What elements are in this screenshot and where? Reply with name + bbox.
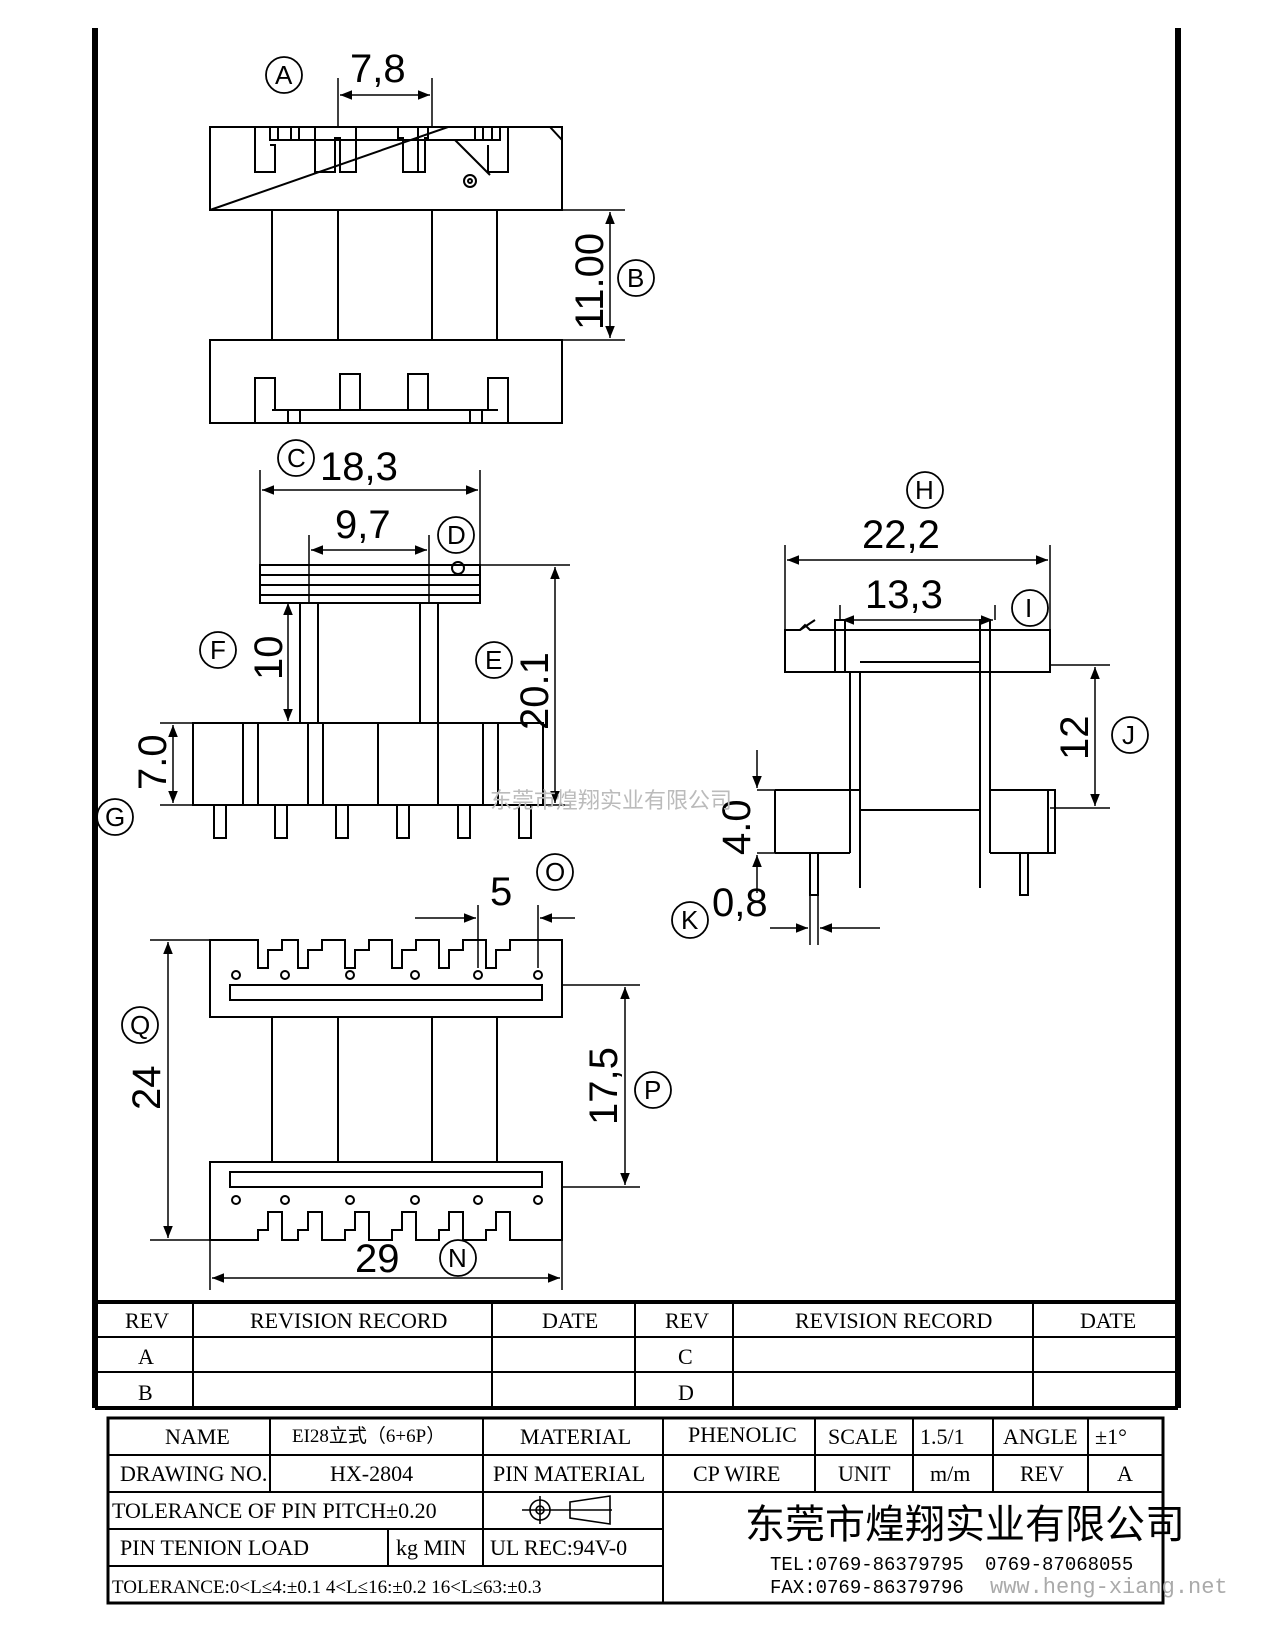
- company-name: 东莞市煌翔实业有限公司: [745, 1502, 1185, 1548]
- letter-a: A: [275, 60, 293, 90]
- letter-e: E: [485, 645, 502, 675]
- company-tel2: 0769-87068055: [985, 1554, 1133, 1576]
- name-value: EI28立式（6+6P）: [292, 1425, 445, 1447]
- letter-n: N: [448, 1243, 467, 1273]
- dim-k-height-text: 4.0: [715, 799, 759, 855]
- dim-n-text: 29: [355, 1237, 400, 1281]
- dim-e-text: 20.1: [513, 652, 557, 730]
- rev-row-a: A: [138, 1344, 154, 1369]
- projection-symbol-icon: [522, 1495, 612, 1525]
- letter-i: I: [1025, 593, 1032, 623]
- dim-h-text: 22,2: [862, 513, 940, 557]
- front-view: [160, 470, 570, 839]
- company-fax: FAX:0769-86379796: [770, 1577, 964, 1599]
- side-view: [752, 545, 1110, 945]
- dim-a-text: 7,8: [350, 47, 406, 91]
- dim-k-text: 0,8: [712, 881, 768, 925]
- angle-label: ANGLE: [1003, 1424, 1078, 1449]
- dimension-letter-circles: [96, 56, 1149, 1277]
- angle-value: ±1°: [1095, 1424, 1127, 1449]
- dim-b-text: 11.00: [568, 233, 612, 330]
- letter-c: C: [287, 443, 306, 473]
- dim-q-text: 24: [125, 1066, 169, 1111]
- rev-row-b: B: [138, 1380, 153, 1405]
- letter-g: G: [105, 802, 125, 832]
- pin-tension-unit: kg MIN: [396, 1535, 466, 1560]
- letter-p: P: [644, 1075, 661, 1105]
- top-view: [209, 78, 625, 424]
- dim-d-text: 9,7: [335, 503, 391, 547]
- drawing-no-value: HX-2804: [330, 1461, 413, 1486]
- letter-j: J: [1122, 720, 1135, 750]
- tolerance-line: TOLERANCE:0<L≤4:±0.1 4<L≤16:±0.2 16<L≤63…: [112, 1577, 542, 1598]
- unit-value: m/m: [930, 1461, 970, 1486]
- unit-label: UNIT: [838, 1461, 891, 1486]
- company-tel: TEL:0769-86379795: [770, 1554, 964, 1576]
- rev-header-right: REV: [665, 1308, 709, 1333]
- pin-material-label: PIN MATERIAL: [493, 1461, 645, 1486]
- dim-g-text: 7.0: [131, 734, 175, 790]
- date-header-left: DATE: [542, 1308, 598, 1333]
- tolerance-pitch: TOLERANCE OF PIN PITCH±0.20: [112, 1498, 437, 1523]
- letter-h: H: [915, 475, 934, 505]
- letter-o: O: [545, 857, 565, 887]
- revision-record-header-left: REVISION RECORD: [250, 1308, 447, 1333]
- pin-material-value: CP WIRE: [693, 1461, 780, 1486]
- letter-d: D: [447, 520, 466, 550]
- scale-value: 1.5/1: [920, 1424, 965, 1449]
- bottom-view: [150, 905, 640, 1290]
- rev-header-left: REV: [125, 1308, 169, 1333]
- dim-o-text: 5: [490, 870, 512, 914]
- name-label: NAME: [165, 1424, 230, 1449]
- material-value: PHENOLIC: [688, 1422, 797, 1447]
- dim-j-text: 12: [1053, 716, 1097, 761]
- letter-k: K: [681, 905, 699, 935]
- rev-label: REV: [1020, 1461, 1064, 1486]
- ul-rec: UL REC:94V-0: [490, 1535, 627, 1560]
- company-website: www.heng-xiang.net: [990, 1575, 1228, 1600]
- revision-table: [92, 1300, 1181, 1410]
- material-label: MATERIAL: [520, 1424, 631, 1449]
- date-header-right: DATE: [1080, 1308, 1136, 1333]
- pin-tension-label: PIN TENION LOAD: [120, 1535, 309, 1560]
- rev-row-c: C: [678, 1344, 693, 1369]
- letter-b: B: [627, 263, 644, 293]
- rev-row-d: D: [678, 1380, 694, 1405]
- rev-value: A: [1117, 1461, 1133, 1486]
- scale-label: SCALE: [828, 1424, 898, 1449]
- drawing-no-label: DRAWING NO.: [120, 1461, 267, 1486]
- letter-q: Q: [130, 1010, 150, 1040]
- title-block: [106, 1416, 1165, 1605]
- dim-f-text: 10: [247, 636, 291, 681]
- dim-c-text: 18,3: [320, 445, 398, 489]
- dim-p-text: 17,5: [582, 1047, 626, 1125]
- dim-i-text: 13,3: [865, 573, 943, 617]
- watermark-center: 东莞市煌翔实业有限公司: [490, 789, 732, 814]
- revision-record-header-right: REVISION RECORD: [795, 1308, 992, 1333]
- letter-f: F: [210, 635, 226, 665]
